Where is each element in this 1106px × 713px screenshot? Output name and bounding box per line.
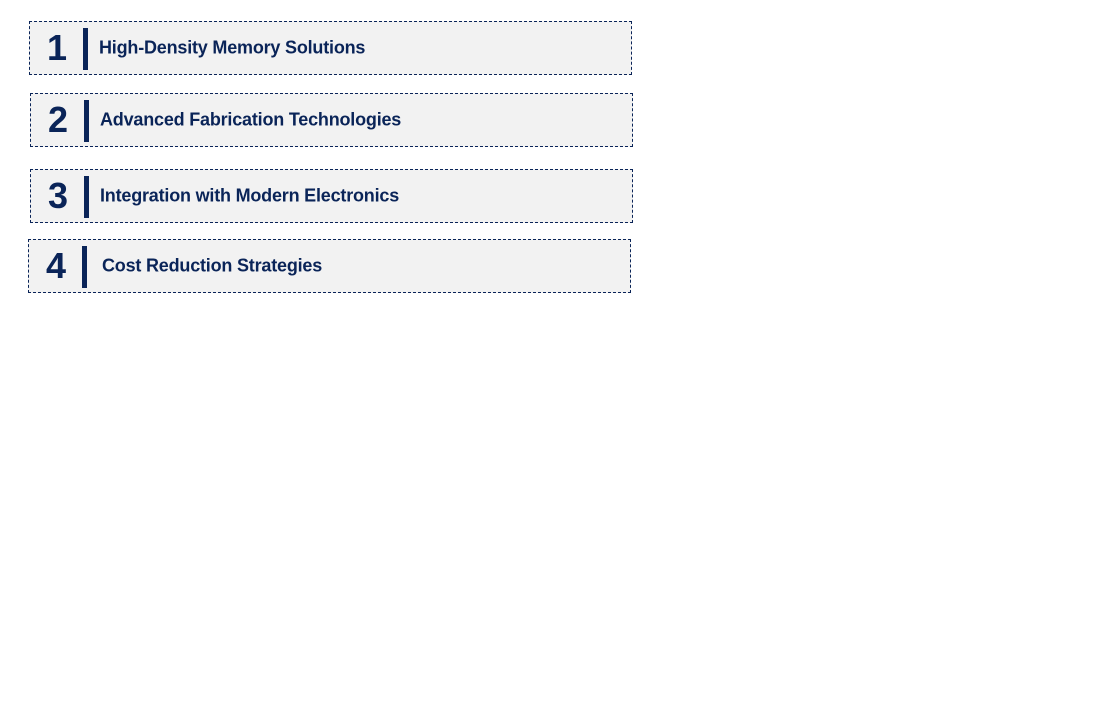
item-number: 1 — [46, 27, 68, 68]
divider-bar — [83, 28, 88, 70]
item-number: 3 — [47, 175, 69, 216]
divider-bar — [84, 176, 89, 218]
list-item-3: 3 Integration with Modern Electronics — [30, 169, 633, 223]
item-label: Cost Reduction Strategies — [102, 255, 323, 276]
item-number: 4 — [45, 245, 67, 286]
item-label: Integration with Modern Electronics — [100, 185, 400, 206]
item-number: 2 — [47, 99, 69, 140]
list-item-1: 1 High-Density Memory Solutions — [29, 21, 632, 75]
item-label: Advanced Fabrication Technologies — [100, 109, 402, 130]
list-item-4: 4 Cost Reduction Strategies — [28, 239, 631, 293]
divider-bar — [84, 100, 89, 142]
item-label: High-Density Memory Solutions — [99, 37, 366, 58]
divider-bar — [82, 246, 87, 288]
list-item-2: 2 Advanced Fabrication Technologies — [30, 93, 633, 147]
